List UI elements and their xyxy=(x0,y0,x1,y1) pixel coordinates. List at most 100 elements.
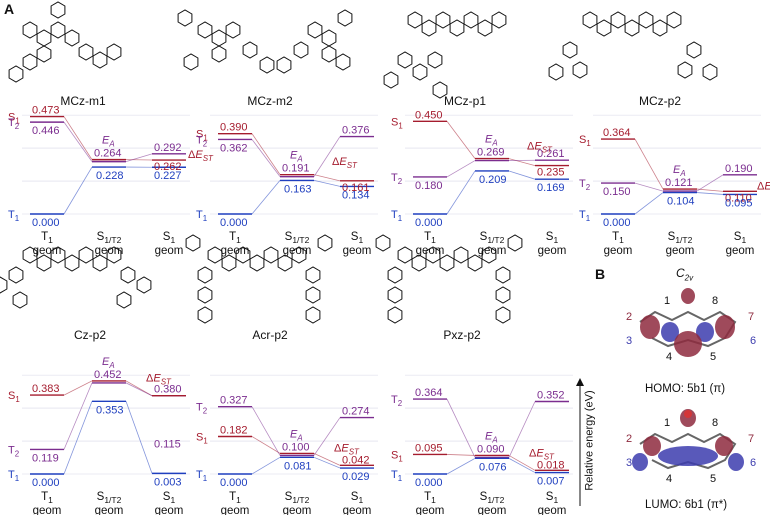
panel-a-label: A xyxy=(4,1,15,17)
connector-s1-b xyxy=(313,174,341,182)
acr-p2-ring-6 xyxy=(291,246,307,264)
geom-word-1: geom xyxy=(478,245,507,257)
state-label-t2: T2 xyxy=(196,402,207,416)
value-t2-t1geom: 0.119 xyxy=(32,452,59,464)
atom-label-4: 4 xyxy=(666,473,672,485)
cz-p2-ring-9 xyxy=(12,291,28,309)
acr-p2-ring-11 xyxy=(305,286,321,304)
geom-word-2: geom xyxy=(538,245,567,257)
molecule-name-mcz-p2: MCz-p2 xyxy=(638,94,682,108)
delta-est-label: ΔEST xyxy=(334,442,360,456)
atom-label-5: 5 xyxy=(710,473,716,485)
value-s1geom-top: 0.190 xyxy=(725,163,753,175)
mcz-m2-ring-9 xyxy=(307,21,323,39)
value-mid-low: 0.353 xyxy=(96,404,124,416)
molecule-name-acr-p2: Acr-p2 xyxy=(252,328,288,342)
acr-p2-ring-8 xyxy=(197,286,213,304)
cz-p2-ring-10 xyxy=(120,266,136,284)
geom-word-2: geom xyxy=(343,245,372,257)
geom-col-label-1: S1/T2 xyxy=(97,491,122,505)
value-s1geom-top: 0.376 xyxy=(342,125,370,137)
geom-word-1: geom xyxy=(283,505,312,515)
connector-t2-b xyxy=(125,153,153,162)
geom-col-label-2: S1 xyxy=(351,491,364,505)
acr-p2-ring-13 xyxy=(185,234,201,252)
mcz-m2-ring-7 xyxy=(276,56,292,74)
connector-t2-a xyxy=(63,121,93,162)
state-label-t2: T2 xyxy=(579,178,590,192)
lobe-right xyxy=(715,315,735,339)
state-label-s1: S1 xyxy=(8,390,20,404)
geom-word-1: geom xyxy=(478,505,507,515)
lobe-top-inner xyxy=(684,410,692,418)
lobe-top xyxy=(681,288,695,304)
geom-word-1: geom xyxy=(95,245,124,257)
acr-p2-ring-9 xyxy=(197,306,213,324)
geom-col-label-1: S1/T2 xyxy=(480,491,505,505)
connector-s1-b xyxy=(696,188,724,192)
connector-t2-a xyxy=(634,182,664,192)
delta-est-label: ΔEST xyxy=(757,180,770,194)
value-delta-est: 0.262 xyxy=(154,161,182,173)
state-label-t1: T1 xyxy=(8,209,20,223)
geom-col-label-1: S1/T2 xyxy=(285,231,310,245)
cz-p2-ring-7 xyxy=(8,266,24,284)
geom-word-0: geom xyxy=(33,505,62,515)
energy-diagram-1: S1T2T10.3900.3620.000EA0.1910.1630.3760.… xyxy=(196,114,378,257)
state-label-t2: T2 xyxy=(391,394,402,408)
pxz-p2-ring-14 xyxy=(507,234,523,252)
lobe-center xyxy=(674,331,702,357)
mcz-m2-ring-5 xyxy=(242,41,258,59)
value-t1-t1geom: 0.000 xyxy=(220,217,248,229)
value-s1-t1geom: 0.450 xyxy=(415,109,443,121)
geom-word-0: geom xyxy=(33,245,62,257)
symmetry-text: C2v xyxy=(676,266,694,283)
energy-diagram-0: S1T2T10.4730.4460.000EA0.2640.2280.2920.… xyxy=(8,105,214,257)
lobe-right xyxy=(715,436,733,456)
connector-t1-a xyxy=(446,457,476,475)
mcz-p2-ring-6 xyxy=(666,11,682,29)
connector-t1-b xyxy=(313,456,341,469)
molecule-name-mcz-p1: MCz-p1 xyxy=(443,94,487,108)
value-t1-t1geom: 0.000 xyxy=(415,477,443,489)
atom-label-4: 4 xyxy=(666,351,672,363)
geom-word-2: geom xyxy=(726,245,755,257)
geom-word-1: geom xyxy=(95,505,124,515)
value-s1-t1geom: 0.383 xyxy=(32,383,60,395)
state-label-s1: S1 xyxy=(579,134,591,148)
geom-col-label-0: T1 xyxy=(229,491,241,505)
atom-label-3: 3 xyxy=(626,335,632,347)
value-t2-t1geom: 0.446 xyxy=(32,125,60,137)
mcz-p2-ring-11 xyxy=(572,61,588,79)
connector-t2-a xyxy=(63,382,93,450)
value-mid-low: 0.076 xyxy=(479,461,507,473)
homo-caption: HOMO: 5b1 (π) xyxy=(645,383,726,395)
value-delta-est: 0.235 xyxy=(537,167,565,179)
connector-t2-b xyxy=(508,401,536,458)
connector-t1-b xyxy=(696,192,724,195)
connector-t1-a xyxy=(251,180,281,215)
molecule-name-cz-p2: Cz-p2 xyxy=(73,328,107,342)
atom-label-1: 1 xyxy=(664,295,670,307)
geom-col-label-2: S1 xyxy=(163,491,176,505)
value-s1geom-top: 0.261 xyxy=(537,148,565,160)
molecule-name-mcz-m1: MCz-m1 xyxy=(60,94,106,108)
mcz-p1-ring-11 xyxy=(432,81,448,99)
delta-est-label: ΔEST xyxy=(188,149,214,163)
value-s1-t1geom: 0.182 xyxy=(220,425,248,437)
cz-p2-ring-0 xyxy=(22,246,38,264)
acr-p2-ring-7 xyxy=(197,266,213,284)
mcz-p2-ring-4 xyxy=(638,11,654,29)
atom-label-3: 3 xyxy=(626,457,632,469)
geom-col-label-1: S1/T2 xyxy=(285,491,310,505)
value-delta-est: 0.161 xyxy=(342,182,370,194)
connector-t1-a xyxy=(63,401,93,475)
value-s1geom-top: 0.274 xyxy=(342,406,370,418)
ea-label: EA xyxy=(485,134,498,148)
value-ea: 0.121 xyxy=(665,177,693,189)
mcz-p1-ring-6 xyxy=(491,11,507,29)
value-t1-t1geom: 0.000 xyxy=(32,217,60,229)
connector-t2-a xyxy=(251,139,281,177)
mcz-p1-ring-4 xyxy=(463,11,479,29)
